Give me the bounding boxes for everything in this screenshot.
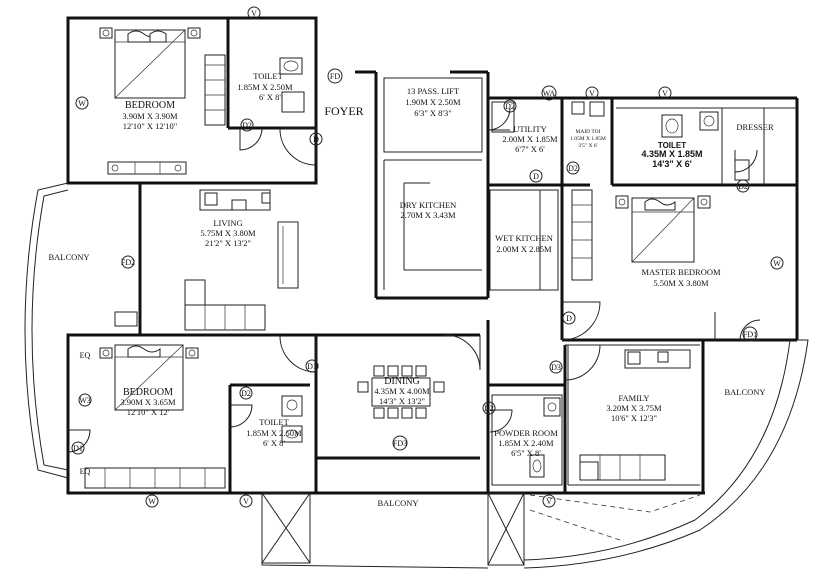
room-toilet2-dim-ft: 6' X 8' — [263, 438, 285, 448]
tag-text: W3 — [79, 396, 91, 405]
room-powder-room-dim-ft: 6'5" X 8' — [511, 448, 541, 458]
room-lift-name: 13 PASS. LIFT — [407, 86, 460, 96]
room-bedroom1-dim-ft: 12'10" X 12'10" — [123, 121, 177, 131]
tag-text: V — [251, 9, 257, 18]
room-toilet1-dim-ft: 6' X 8' — [259, 92, 281, 102]
tag-text: W — [148, 497, 156, 506]
tag-text: D — [533, 172, 539, 181]
room-maid-toilet-name: MAID TOI — [575, 129, 600, 135]
tag-text: FD — [330, 72, 340, 81]
room-master-bedroom-name: MASTER BEDROOM — [641, 267, 721, 277]
room-maid-toilet-dim-m: 1.05M X 1.85M — [570, 136, 606, 142]
room-powder-room-name: POWDER ROOM — [494, 428, 558, 438]
room-balcony-bottom-name: BALCONY — [377, 498, 418, 508]
room-wet-kitchen-name: WET KITCHEN — [495, 233, 553, 243]
room-foyer-name: FOYER — [324, 104, 363, 118]
room-master-bedroom-dim-m: 5.50M X 3.80M — [653, 278, 709, 288]
room-bedroom1-dim-m: 3.90M X 3.90M — [122, 111, 178, 121]
tag-text: D2 — [484, 404, 494, 413]
window-door-tags: V W D2 D FD FD2 W3 D1 W V D2 D1 FD3 D2 W… — [71, 6, 784, 508]
room-dry-kitchen-name: DRY KITCHEN — [400, 200, 457, 210]
room-utility-dim-m: 2.00M X 1.85M — [502, 134, 558, 144]
room-family-name: FAMILY — [618, 393, 649, 403]
tag-text: FD1 — [743, 330, 757, 339]
tag-text: V — [546, 497, 552, 506]
room-bedroom2-dim-m: 3.90M X 3.65M — [120, 397, 176, 407]
room-dining-name: DINING — [384, 376, 420, 387]
room-dry-kitchen-dim-m: 2.70M X 3.43M — [400, 210, 456, 220]
room-labels: BEDROOM 3.90M X 3.90M 12'10" X 12'10" TO… — [48, 71, 774, 508]
room-living-name: LIVING — [213, 218, 242, 228]
room-dining-dim-ft: 14'3" X 13'2" — [379, 396, 425, 406]
tag-text: FD3 — [393, 439, 407, 448]
tag-text: V — [243, 497, 249, 506]
tag-text: W — [78, 99, 86, 108]
room-powder-room-dim-m: 1.85M X 2.40M — [498, 438, 554, 448]
room-living-dim-ft: 21'2" X 13'2" — [205, 238, 251, 248]
tag-text: D — [313, 135, 319, 144]
room-utility-name: UTILITY — [513, 124, 547, 134]
room-toilet2-name: TOILET — [259, 417, 289, 427]
tag-text: D3 — [551, 363, 561, 372]
room-dining-dim-m: 4.35M X 4.00M — [374, 386, 430, 396]
room-toilet2-dim-m: 1.85M X 2.50M — [246, 428, 302, 438]
room-bedroom2-name: BEDROOM — [123, 387, 173, 398]
tag-text: D2 — [241, 389, 251, 398]
balcony-outlines — [24, 182, 809, 569]
tag-text: D2 — [568, 164, 578, 173]
tag-text: EQ — [80, 467, 91, 476]
room-toilet-master-dim-ft: 14'3" X 6' — [652, 159, 692, 169]
room-lift-dim-m: 1.90M X 2.50M — [405, 97, 461, 107]
room-family-dim-m: 3.20M X 3.75M — [606, 403, 662, 413]
room-toilet1-name: TOILET — [253, 71, 283, 81]
tag-text: D1 — [73, 444, 83, 453]
room-living-dim-m: 5.75M X 3.80M — [200, 228, 256, 238]
furniture — [84, 27, 750, 489]
room-maid-toilet-dim-ft: 3'5" X 6' — [578, 143, 597, 149]
room-balcony-right-name: BALCONY — [724, 387, 765, 397]
tag-text: V — [589, 89, 595, 98]
tag-text: D2 — [242, 121, 252, 130]
room-bedroom1-name: BEDROOM — [125, 100, 175, 111]
room-family-dim-ft: 10'6" X 12'3" — [611, 413, 657, 423]
tag-text: D1 — [307, 362, 317, 371]
tag-text: D — [566, 314, 572, 323]
tag-text: WA — [543, 89, 556, 98]
tag-text: FD2 — [121, 258, 135, 267]
room-balcony-left-name: BALCONY — [48, 252, 89, 262]
tag-text: D2 — [505, 102, 515, 111]
walls — [66, 16, 799, 495]
tag-text: EQ — [80, 351, 91, 360]
room-wet-kitchen-dim-m: 2.00M X 2.85M — [496, 244, 552, 254]
tag-v-top — [247, 6, 261, 20]
room-toilet-master-name: TOILET — [658, 141, 686, 150]
room-bedroom2-dim-ft: 12'10" X 12' — [127, 407, 170, 417]
room-toilet-master-dim-m: 4.35M X 1.85M — [641, 149, 702, 159]
room-dresser-name: DRESSER — [736, 122, 774, 132]
room-toilet1-dim-m: 1.85M X 2.50M — [237, 82, 293, 92]
tag-text: D2 — [738, 182, 748, 191]
tag-text: W — [773, 259, 781, 268]
room-lift-dim-ft: 6'3" X 8'3" — [414, 108, 451, 118]
tag-text: V — [662, 89, 668, 98]
room-utility-dim-ft: 6'7" X 6' — [515, 144, 545, 154]
